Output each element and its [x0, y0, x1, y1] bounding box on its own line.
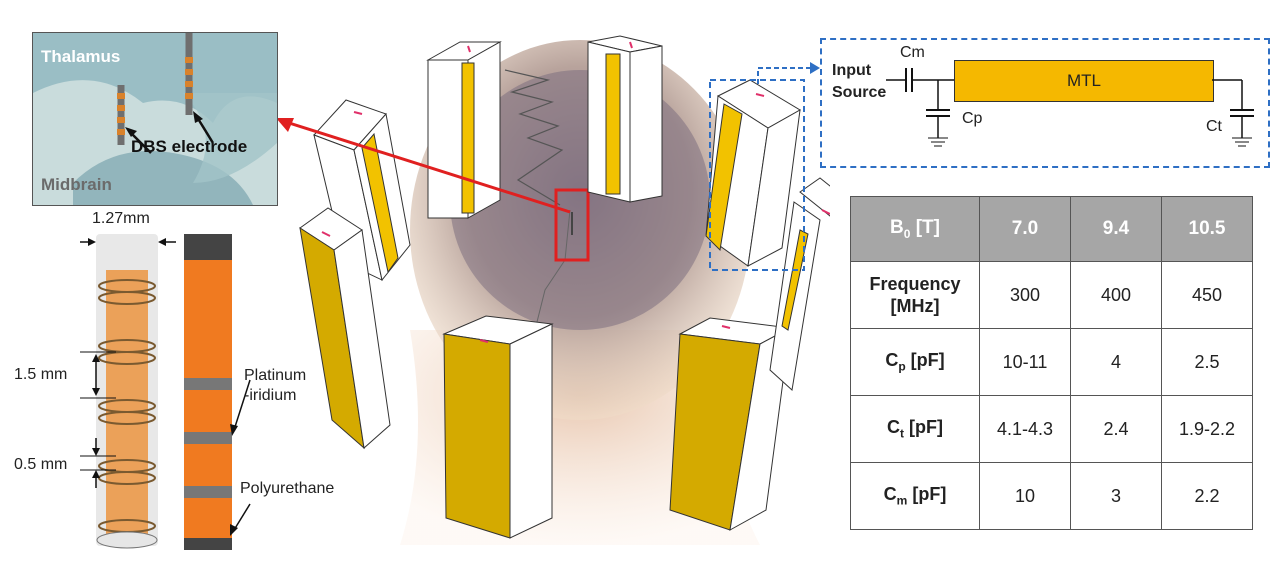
row-header-cm: Cm [pF]	[851, 463, 980, 530]
contact-gap-label: 0.5 mm	[14, 456, 67, 474]
material-contact-line2: -iridium	[244, 386, 306, 406]
table-header-row: B0 [T] 7.0 9.4 10.5	[851, 197, 1253, 262]
row-header-cp: Cp [pF]	[851, 329, 980, 396]
cell: 4	[1071, 329, 1162, 396]
table-row-cp: Cp [pF] 10-11 4 2.5	[851, 329, 1253, 396]
input-line2: Source	[832, 82, 886, 104]
ct-label: Ct	[1206, 118, 1222, 136]
contact-spacing-label: 1.5 mm	[14, 366, 67, 384]
coil-element-right-upper	[706, 80, 800, 266]
thalamus-label: Thalamus	[41, 47, 120, 67]
zoom-arrow	[270, 110, 590, 220]
cell: 300	[980, 262, 1071, 329]
col-header-9-4: 9.4	[1071, 197, 1162, 262]
parameter-table: B0 [T] 7.0 9.4 10.5 Frequency [MHz] 300 …	[850, 196, 1253, 530]
row-header-frequency: Frequency [MHz]	[851, 262, 980, 329]
table-row-ct: Ct [pF] 4.1-4.3 2.4 1.9-2.2	[851, 396, 1253, 463]
cell: 400	[1071, 262, 1162, 329]
table-row-cm: Cm [pF] 10 3 2.2	[851, 463, 1253, 530]
cell: 3	[1071, 463, 1162, 530]
coil-element-front-right	[670, 318, 790, 530]
input-source-label: Input Source	[832, 60, 886, 104]
brain-inset-panel: Thalamus DBS electrode Midbrain	[32, 32, 278, 206]
col-header-10-5: 10.5	[1162, 197, 1253, 262]
platinum-iridium-label: Platinum -iridium	[244, 366, 306, 406]
circuit-wiring	[880, 40, 1260, 164]
input-line1: Input	[832, 60, 886, 82]
material-contact-line1: Platinum	[244, 366, 306, 386]
cell: 2.4	[1071, 396, 1162, 463]
circuit-link-arrow	[752, 60, 822, 90]
midbrain-label: Midbrain	[41, 175, 112, 195]
diameter-label: 1.27mm	[92, 210, 150, 228]
col-header-7-0: 7.0	[980, 197, 1071, 262]
inset-electrode-left	[117, 85, 125, 145]
cp-label: Cp	[962, 110, 982, 128]
row-header-ct: Ct [pF]	[851, 396, 980, 463]
cell: 450	[1162, 262, 1253, 329]
cell: 4.1-4.3	[980, 396, 1071, 463]
coil-element-front	[444, 316, 552, 538]
cell: 2.5	[1162, 329, 1253, 396]
inset-electrode-right	[185, 33, 193, 115]
polyurethane-label: Polyurethane	[240, 480, 334, 498]
cell: 10	[980, 463, 1071, 530]
cell: 2.2	[1162, 463, 1253, 530]
table-row-frequency: Frequency [MHz] 300 400 450	[851, 262, 1253, 329]
coil-element-back-right	[588, 36, 662, 202]
cell: 10-11	[980, 329, 1071, 396]
cell: 1.9-2.2	[1162, 396, 1253, 463]
coil-array-scene	[290, 30, 830, 550]
cm-label: Cm	[900, 44, 925, 62]
dbs-electrode-label: DBS electrode	[131, 137, 247, 157]
b0-header: B0 [T]	[851, 197, 980, 262]
